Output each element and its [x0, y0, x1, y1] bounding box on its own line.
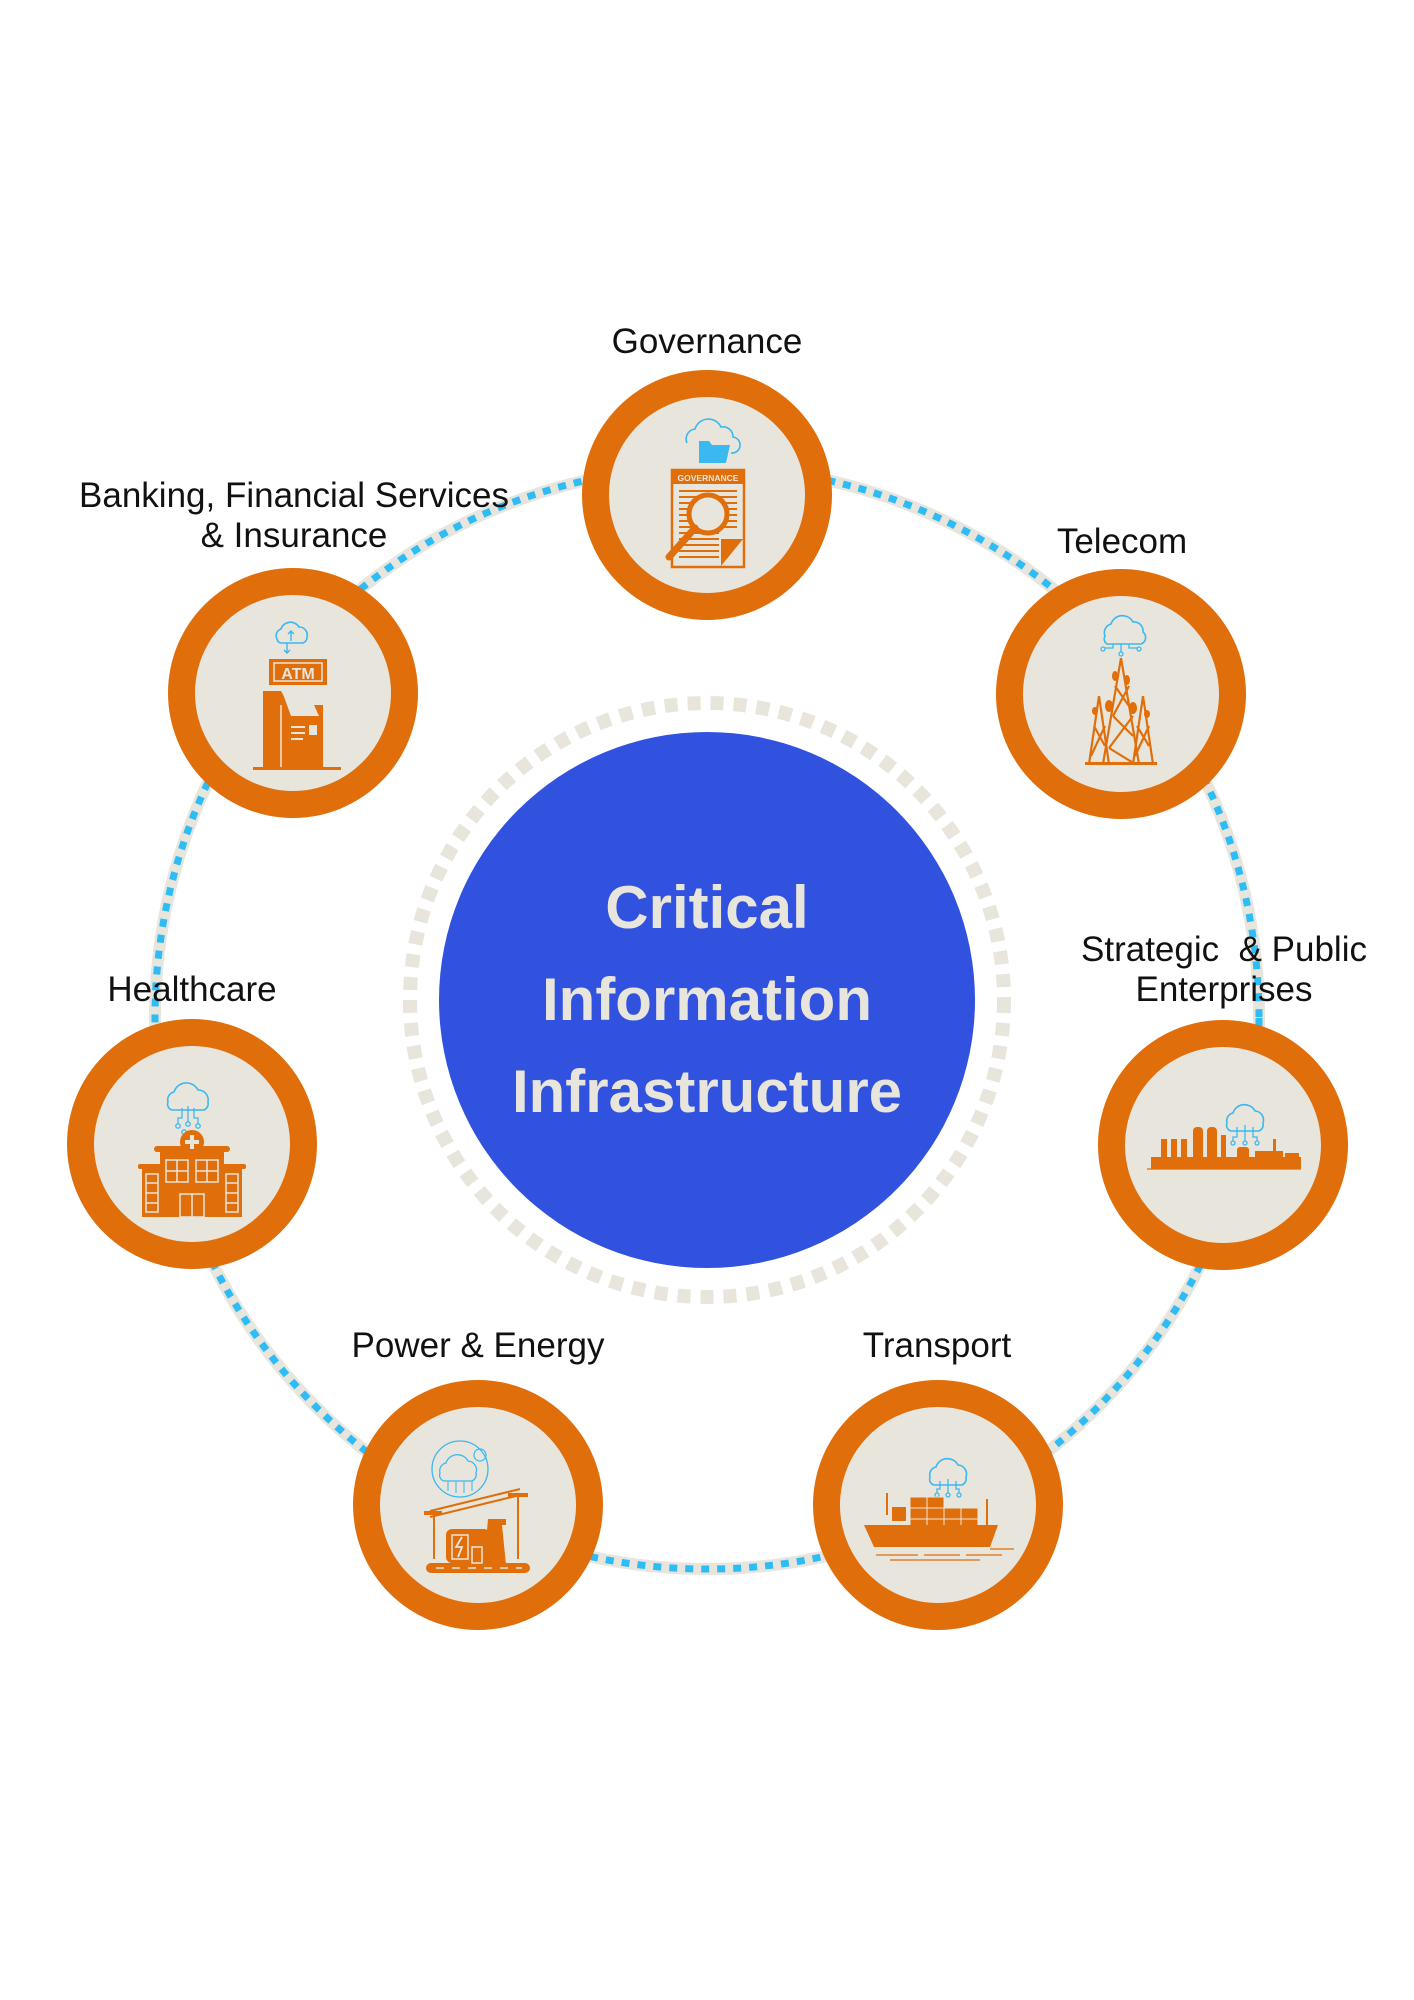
- label-strategic: Strategic & Public Enterprises: [1081, 930, 1367, 1009]
- label-transport: Transport: [862, 1326, 1012, 1365]
- node-healthcare[interactable]: [67, 1019, 317, 1269]
- inner-dotted-ring: [403, 696, 1011, 1304]
- node-bfsi[interactable]: ATM: [168, 568, 418, 818]
- center-title-line-1: Critical: [605, 874, 809, 941]
- node-governance[interactable]: GOVERNANCE: [582, 370, 832, 620]
- governance-document-magnifier-icon: GOVERNANCE: [665, 418, 746, 569]
- atm-icon: ATM: [253, 621, 341, 770]
- label-bfsi: Banking, Financial Services & Insurance: [79, 476, 509, 555]
- cargo-ship-icon: [864, 1457, 1014, 1561]
- node-power[interactable]: [353, 1380, 603, 1630]
- telecom-tower-icon: [1085, 614, 1157, 765]
- svg-text:ATM: ATM: [281, 666, 314, 683]
- hospital-icon: [138, 1082, 246, 1218]
- center-title: Critical Information Infrastructure: [447, 862, 967, 1138]
- center-circle: [439, 732, 975, 1268]
- industrial-plant-icon: [1147, 1103, 1301, 1170]
- label-governance: Governance: [611, 322, 803, 361]
- svg-text:GOVERNANCE: GOVERNANCE: [678, 473, 739, 483]
- node-strategic[interactable]: [1098, 1020, 1348, 1270]
- label-power: Power & Energy: [351, 1326, 605, 1365]
- node-telecom[interactable]: [996, 569, 1246, 819]
- center-title-line-2: Information: [542, 966, 872, 1033]
- power-plant-icon: [424, 1440, 530, 1573]
- label-healthcare: Healthcare: [107, 970, 277, 1009]
- center-title-line-3: Infrastructure: [511, 1058, 903, 1125]
- node-transport[interactable]: [813, 1380, 1063, 1630]
- label-telecom: Telecom: [1056, 522, 1188, 561]
